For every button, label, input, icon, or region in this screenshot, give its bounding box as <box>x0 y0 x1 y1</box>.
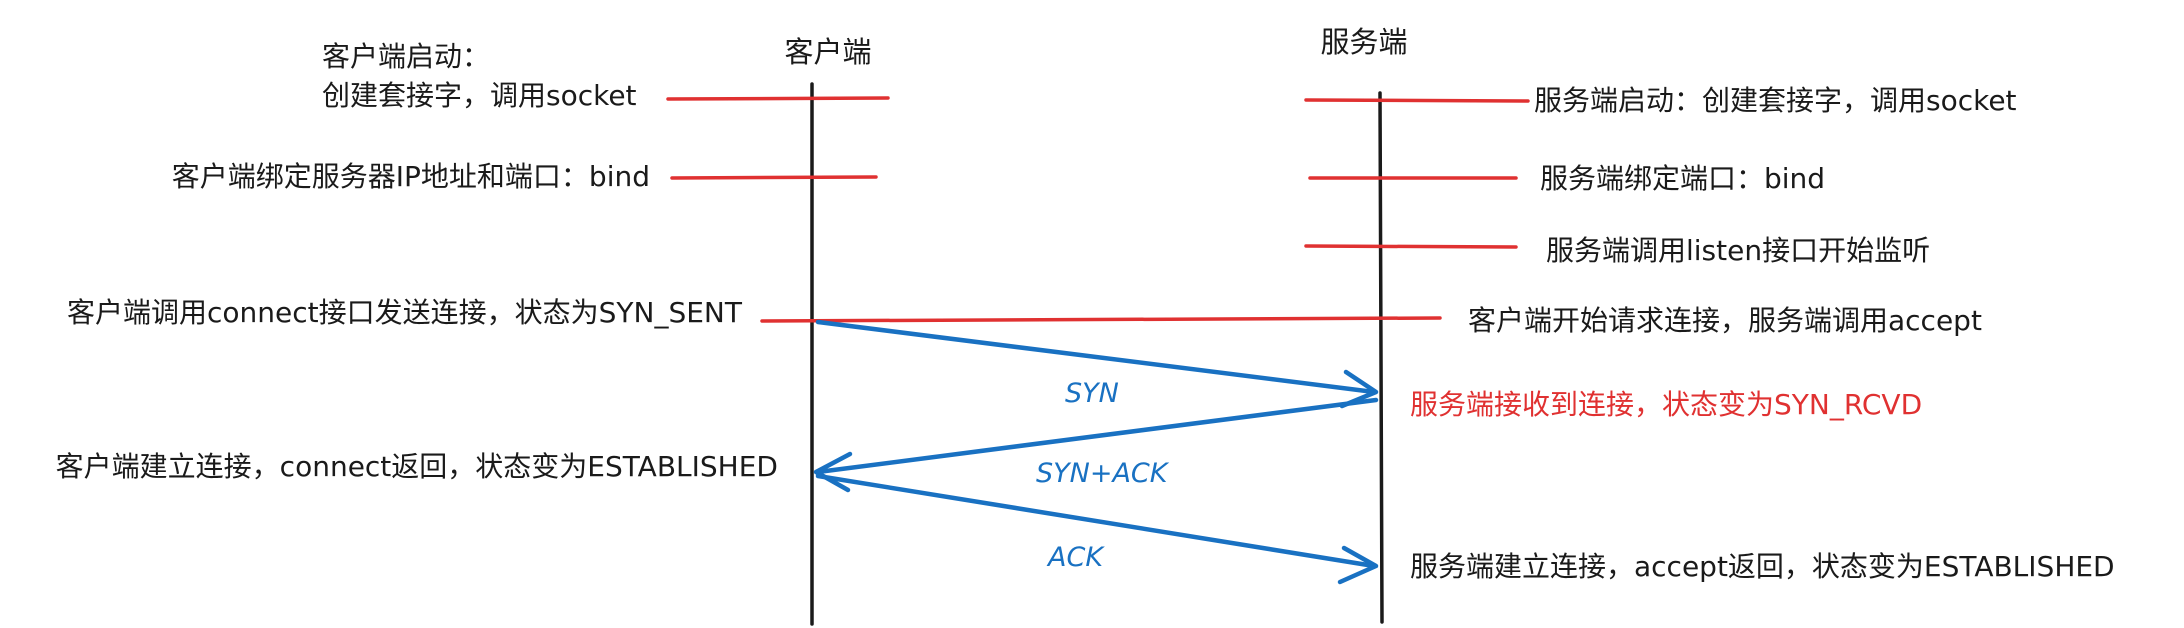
syn-ack-arrow <box>815 397 1379 475</box>
syn-ack-arrowhead <box>813 451 853 493</box>
syn-ack-message-label: SYN+ACK <box>1036 458 1170 489</box>
ack-arrow <box>815 473 1377 569</box>
client-lifeline-header: 客户端 <box>784 35 871 69</box>
ack-message-label: ACK <box>1046 542 1105 573</box>
client-start-label-line1: 客户端启动： <box>322 40 490 73</box>
client-start-label-line2: 创建套接字，调用socket <box>322 79 637 112</box>
connect-accept-tick <box>760 316 1442 323</box>
server-start-label: 服务端启动：创建套接字，调用socket <box>1534 84 2017 117</box>
server-bind-label: 服务端绑定端口：bind <box>1540 162 1825 195</box>
syn-message-label: SYN <box>1065 378 1119 409</box>
server-established-label: 服务端建立连接，accept返回，状态变为ESTABLISHED <box>1410 550 2115 583</box>
syn-arrow <box>815 319 1377 395</box>
server-accept-label: 客户端开始请求连接，服务端调用accept <box>1468 304 1982 337</box>
server-syn-rcvd-label: 服务端接收到连接，状态变为SYN_RCVD <box>1410 388 1922 421</box>
server-socket-tick <box>1304 98 1530 103</box>
server-lifeline-header: 服务端 <box>1320 25 1407 59</box>
client-established-label: 客户端建立连接，connect返回，状态变为ESTABLISHED <box>56 450 778 483</box>
client-bind-label: 客户端绑定服务器IP地址和端口：bind <box>172 160 650 193</box>
server-listen-tick <box>1304 244 1518 249</box>
client-socket-tick <box>666 96 890 101</box>
ack-arrowhead <box>1337 545 1379 585</box>
server-lifeline <box>1378 91 1384 624</box>
server-listen-label: 服务端调用listen接口开始监听 <box>1546 234 1930 267</box>
client-bind-tick <box>670 175 878 180</box>
client-connect-label: 客户端调用connect接口发送连接，状态为SYN_SENT <box>67 296 743 329</box>
